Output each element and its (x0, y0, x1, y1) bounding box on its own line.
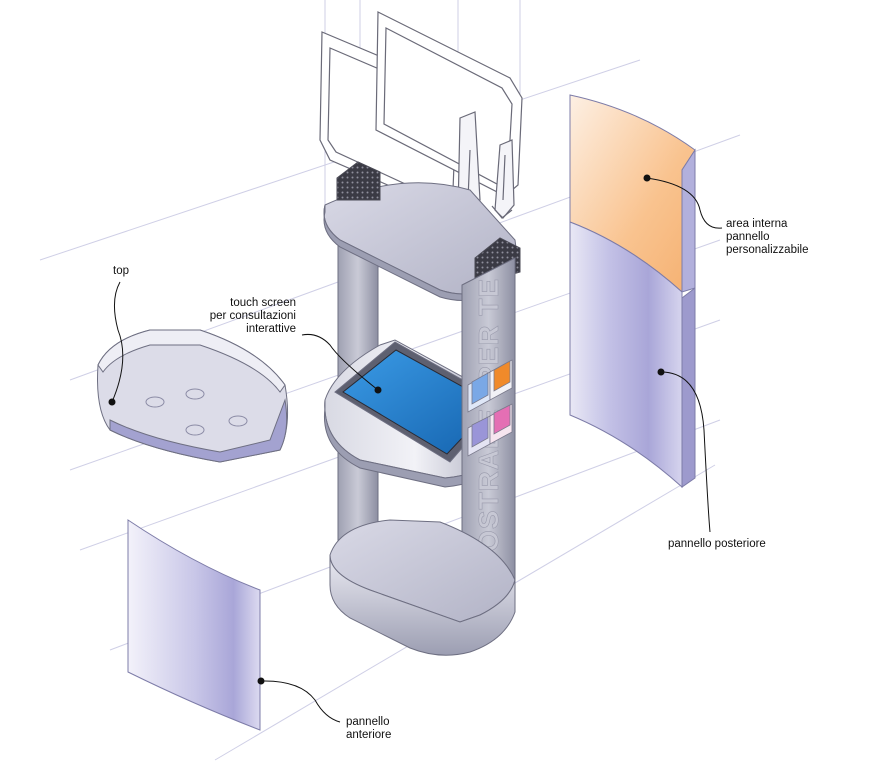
top-cover (97, 329, 289, 463)
leader-lines (111, 177, 723, 723)
leader-dots (108, 174, 665, 685)
back-panel (569, 94, 696, 489)
touchscreen-shelf (323, 339, 506, 488)
label-area-interna: area interna pannello personalizzabile (726, 218, 809, 256)
label-pannello-posteriore: pannello posteriore (668, 538, 766, 550)
label-top: top (113, 265, 129, 277)
label-touch-screen: touch screen per consultazioni interatti… (209, 297, 296, 335)
brochure-holders (467, 359, 513, 457)
front-panel (127, 519, 261, 731)
speaker-grille-back (336, 161, 381, 201)
label-pannello-anteriore: pannello anteriore (346, 716, 392, 741)
kiosk-base (329, 519, 516, 656)
